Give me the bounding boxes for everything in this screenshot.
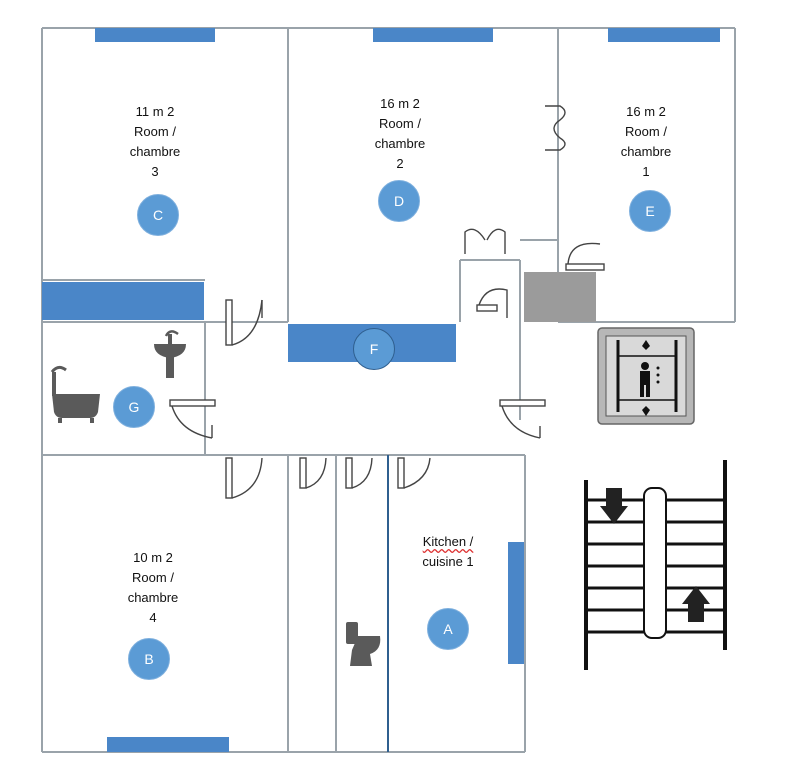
door-swing bbox=[565, 242, 605, 271]
door-swing bbox=[476, 288, 508, 318]
room-area: 16 m 2 bbox=[626, 104, 666, 119]
sink-icon bbox=[154, 330, 186, 378]
door-swing bbox=[545, 105, 566, 151]
kitchen-name-fr: cuisine 1 bbox=[422, 554, 474, 569]
room-name: Room / bbox=[625, 124, 667, 139]
marker-c: C bbox=[137, 194, 179, 236]
door-swing bbox=[225, 299, 263, 346]
room-name-fr: chambre bbox=[374, 136, 426, 151]
window bbox=[508, 542, 524, 664]
door-swing bbox=[169, 399, 216, 439]
door-swing bbox=[397, 457, 431, 489]
room4-label: 10 m 2 Room / chambre 4 bbox=[103, 548, 203, 628]
doors bbox=[169, 105, 605, 499]
window bbox=[608, 28, 720, 42]
room-number: 2 bbox=[396, 156, 404, 171]
window bbox=[373, 28, 493, 42]
staircase-icon bbox=[584, 460, 727, 670]
service-block bbox=[524, 272, 596, 322]
room-name: Room / bbox=[134, 124, 176, 139]
door-swing bbox=[225, 457, 263, 499]
kitchen-label: Kitchen / cuisine 1 bbox=[398, 532, 498, 572]
window bbox=[107, 737, 229, 752]
elevator-icon bbox=[597, 327, 695, 425]
door-swing bbox=[345, 457, 373, 489]
room-name: Room / bbox=[132, 570, 174, 585]
toilet-icon bbox=[346, 622, 381, 666]
marker-e: E bbox=[629, 190, 671, 232]
room-area: 10 m 2 bbox=[133, 550, 173, 565]
window bbox=[42, 282, 204, 320]
room-area: 16 m 2 bbox=[380, 96, 420, 111]
marker-g: G bbox=[113, 386, 155, 428]
marker-b: B bbox=[128, 638, 170, 680]
door-swing bbox=[299, 457, 327, 489]
walls bbox=[41, 27, 736, 753]
marker-f: F bbox=[353, 328, 395, 370]
room-number: 1 bbox=[642, 164, 650, 179]
room-number: 3 bbox=[151, 164, 159, 179]
room-name-fr: chambre bbox=[620, 144, 672, 159]
door-swing bbox=[499, 399, 546, 439]
window bbox=[95, 28, 215, 42]
kitchen-name: Kitchen / bbox=[422, 534, 474, 549]
room-name-fr: chambre bbox=[127, 590, 179, 605]
room3-label: 11 m 2 Room / chambre 3 bbox=[105, 102, 205, 182]
room1-label: 16 m 2 Room / chambre 1 bbox=[596, 102, 696, 182]
room-name-fr: chambre bbox=[129, 144, 181, 159]
room-area: 11 m 2 bbox=[135, 104, 175, 119]
room2-label: 16 m 2 Room / chambre 2 bbox=[350, 94, 450, 174]
bathtub-icon bbox=[50, 365, 100, 423]
marker-d: D bbox=[378, 180, 420, 222]
room-number: 4 bbox=[149, 610, 157, 625]
door-swing bbox=[464, 228, 506, 254]
marker-a: A bbox=[427, 608, 469, 650]
room-name: Room / bbox=[379, 116, 421, 131]
